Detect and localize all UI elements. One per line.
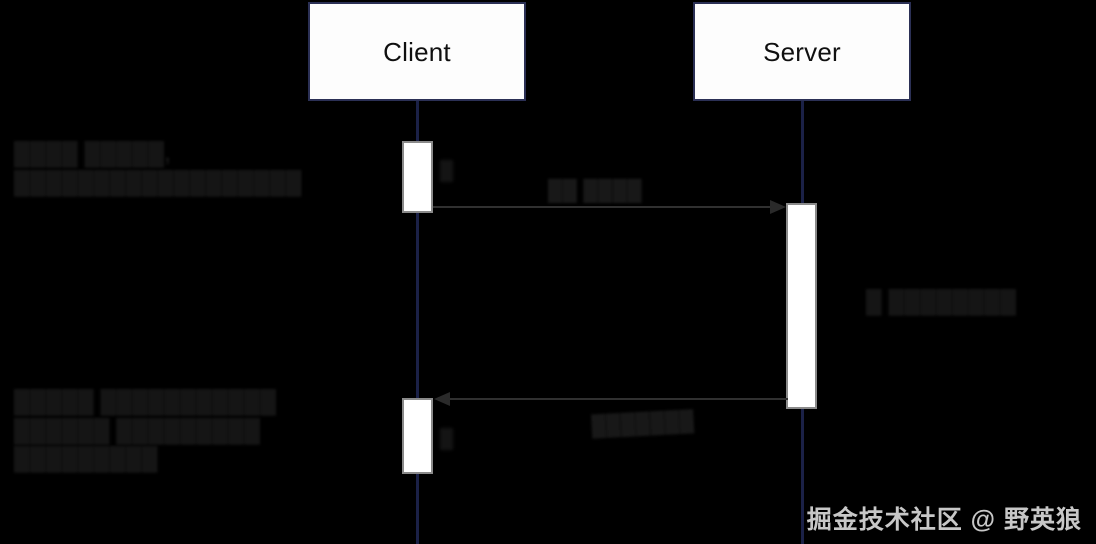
arrowhead-right-icon (770, 200, 786, 214)
annotation-left-bottom: █████ ███████████ ██████ █████████ █████… (14, 389, 277, 472)
lifeline-client (416, 101, 419, 544)
annotation-left-top: ████ █████, ██████████████████ (14, 141, 302, 195)
participant-box-client: Client (308, 2, 526, 101)
activation-bar-server-1 (786, 203, 817, 409)
activation-bar-client-2 (402, 398, 433, 474)
message-line-response (440, 398, 788, 400)
annotation-marker-2 (440, 428, 453, 450)
arrowhead-left-icon (434, 392, 450, 406)
message-label-request: ██ ████ (547, 180, 643, 202)
activation-bar-client-1 (402, 141, 433, 213)
participant-box-server: Server (693, 2, 911, 101)
watermark: 掘金技术社区 @ 野英狼 (806, 506, 1082, 534)
participant-label-client: Client (383, 36, 451, 67)
message-label-response: ███████ (591, 410, 695, 438)
participant-label-server: Server (763, 36, 841, 67)
annotation-right: █ ████████ (866, 289, 1017, 314)
message-line-request (433, 206, 781, 208)
annotation-marker-1 (440, 160, 453, 182)
